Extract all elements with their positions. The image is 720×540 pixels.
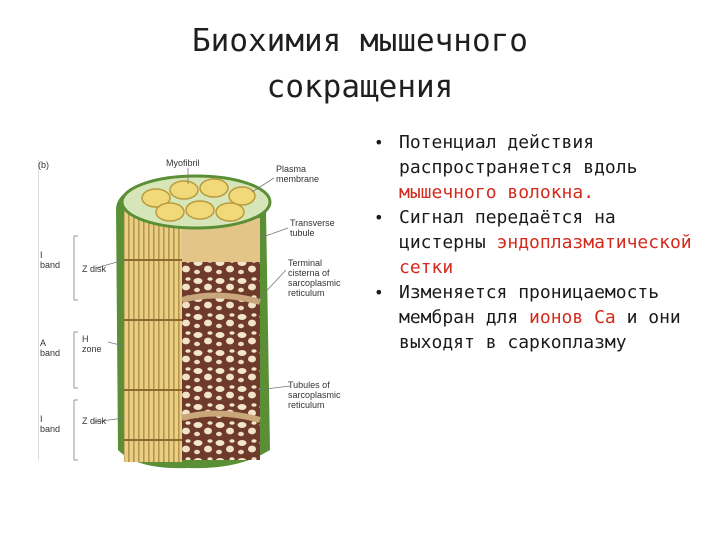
label-h-zone: H zone xyxy=(82,334,102,354)
bullet-dot: • xyxy=(374,283,384,302)
label-tubules-sr: Tubules of sarcoplasmic reticulum xyxy=(288,380,341,410)
bullet-dot: • xyxy=(374,133,384,152)
panel-label: (b) xyxy=(38,160,49,170)
bullet-item: • Изменяется проницаемость мембран для и… xyxy=(366,280,706,355)
bullet-item: • Потенциал действия распространяется вд… xyxy=(366,130,706,205)
leader-lines xyxy=(93,168,291,423)
bullet-text: Сигнал передаётся на цистерны xyxy=(399,207,616,253)
bullet-text: и они выходят в саркоплазму xyxy=(399,307,681,353)
label-terminal-cisterna: Terminal cisterna of sarcoplasmic reticu… xyxy=(288,258,341,298)
band-brackets xyxy=(37,160,78,461)
label-a-band: A band xyxy=(40,338,61,358)
title-line-1: Биохимия мышечного xyxy=(192,23,528,59)
bullet-list: • Потенциал действия распространяется вд… xyxy=(366,130,706,355)
bullet-text: Изменяется проницаемость мембран для xyxy=(399,282,660,328)
bullet-highlight: эндоплазматической сетки xyxy=(399,232,692,278)
label-i-band-top: I band xyxy=(40,250,61,270)
label-z-disk-bottom: Z disk xyxy=(82,416,107,426)
bullet-text: Потенциал действия распространяется вдол… xyxy=(399,132,638,178)
bullet-highlight: мышечного волокна. xyxy=(399,182,595,203)
myofibril-striated xyxy=(124,210,182,462)
label-myofibril: Myofibril xyxy=(166,158,200,168)
myofibril-cross-sections xyxy=(141,178,256,222)
bullet-dot: • xyxy=(374,208,384,227)
sarcoplasmic-reticulum xyxy=(182,260,260,460)
label-transverse-tubule: Transverse tubule xyxy=(290,218,335,238)
bullet-highlight: ионов Са xyxy=(529,307,616,328)
muscle-fiber-diagram xyxy=(37,160,291,469)
z-lines xyxy=(124,259,182,441)
label-z-disk-top: Z disk xyxy=(82,264,107,274)
title-line-2: сокращения xyxy=(266,69,454,105)
muscle-fiber-illustration: (b) Myofibril Plasma membrane Transverse… xyxy=(37,150,358,480)
bullet-item: • Сигнал передаётся на цистерны эндоплаз… xyxy=(366,205,706,280)
label-plasma-membrane: Plasma membrane xyxy=(276,164,320,184)
label-i-band-bottom: I band xyxy=(40,414,61,434)
slide-title: Биохимия мышечного сокращения xyxy=(110,18,610,110)
